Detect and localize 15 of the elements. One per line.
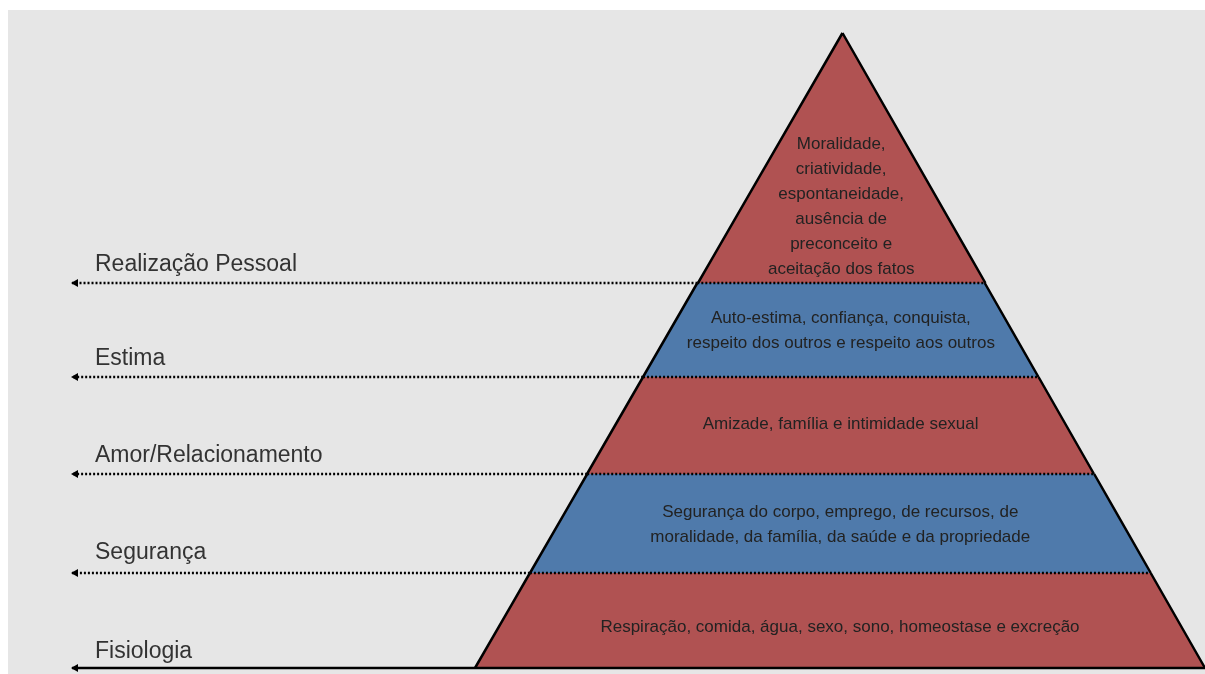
dotted-arrow <box>71 279 698 287</box>
level-label: Segurança <box>95 538 207 565</box>
tier-description: Amizade, família e intimidade sexual <box>702 413 979 435</box>
tier-description: Respiração, comida, água, sexo, sono, homeostase e excreção <box>600 616 1080 638</box>
level-label: Estima <box>95 344 166 371</box>
arrow <box>71 664 475 672</box>
tier-description: Auto-estima, confiança, conquista, respeito dos outros e respeito aos outros <box>685 307 996 354</box>
tier-description: Segurança do corpo, emprego, de recursos, de moralidade, da família, da saúde e da propriedade <box>649 500 1032 548</box>
level-label: Amor/Relacionamento <box>95 441 323 468</box>
dotted-arrow <box>71 470 588 478</box>
dotted-arrow <box>71 569 530 577</box>
level-label: Fisiologia <box>95 637 193 664</box>
level-label: Realização Pessoal <box>95 250 297 277</box>
dotted-arrow <box>71 373 644 381</box>
tier-description: Moralidade, criatividade, espontaneidade, ausência de preconceito e aceitação dos fatos <box>766 132 916 280</box>
